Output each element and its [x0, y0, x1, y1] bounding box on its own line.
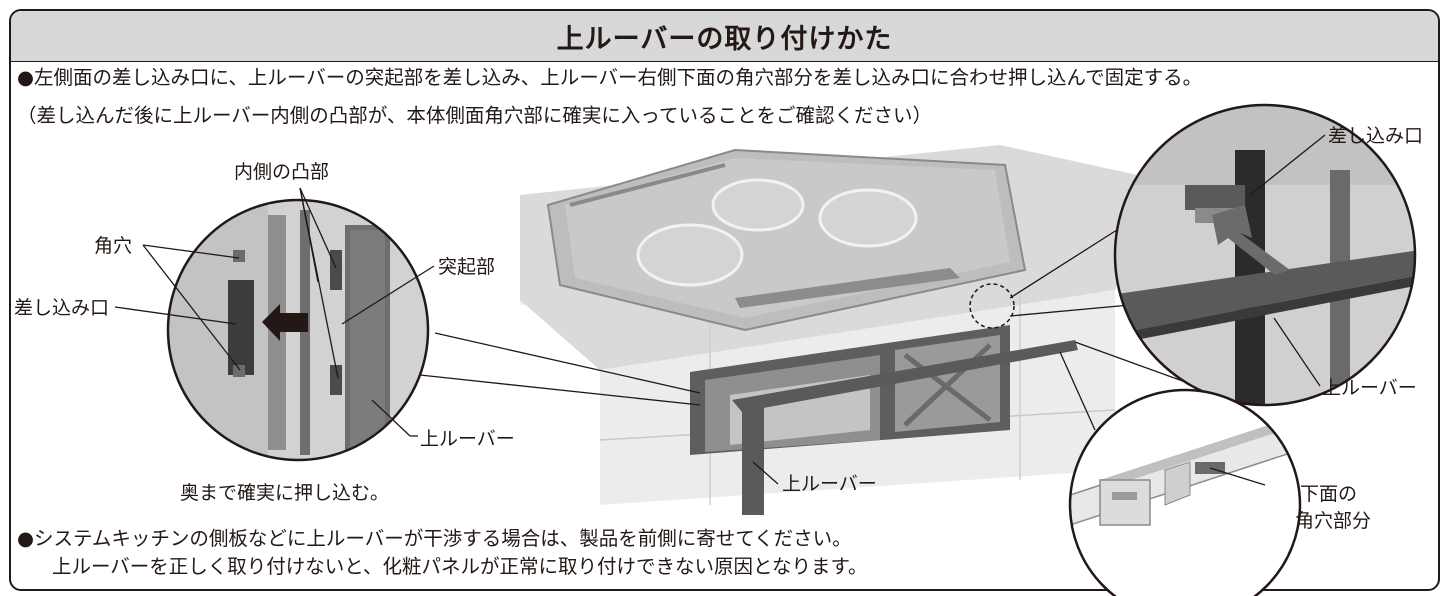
label-square-hole: 角穴: [94, 235, 133, 257]
cooktop-unit: [520, 145, 1160, 515]
upper-louver-bar: [732, 340, 1078, 412]
label-inner-convex: 内側の凸部: [234, 161, 330, 183]
instruction-line-1: ●左側面の差し込み口に、上ルーバーの突起部を差し込み、上ルーバー右側下面の角穴部…: [17, 66, 1203, 89]
burner-left: [636, 223, 744, 287]
insert-direction-arrow-icon: [1212, 205, 1290, 275]
left-detail-caption: 奥まで確実に押し込む。: [180, 482, 390, 504]
label-upper-louver-left: 上ルーバー: [420, 428, 515, 450]
title-bar: 上ルーバーの取り付けかた: [11, 11, 1438, 62]
insert-slot-detail: [228, 280, 254, 375]
label-bottom-hole-line1: 下面の: [1300, 483, 1358, 505]
label-bottom-hole-line2: 角穴部分: [1295, 510, 1372, 532]
burner-right: [818, 188, 918, 248]
burner-center: [711, 178, 805, 232]
leader-lines: [114, 134, 1326, 486]
slot-highlight-circle: [969, 283, 1015, 329]
upper-louver-leg: [742, 405, 764, 515]
page-title: 上ルーバーの取り付けかた: [556, 23, 893, 55]
instruction-line-2: （差し込んだ後に上ルーバー内側の凸部が、本体側面角穴部に確実に入っていることをご…: [17, 104, 932, 127]
label-upper-louver-center: 上ルーバー: [782, 473, 877, 495]
push-arrow-icon: [262, 304, 308, 341]
left-detail-view: [166, 198, 430, 462]
label-insert-slot-right: 差し込み口: [1328, 125, 1424, 147]
label-upper-louver-right: 上ルーバー: [1322, 377, 1417, 399]
note-line-1: ●システムキッチンの側板などに上ルーバーが干渉する場合は、製品を前側に寄せてくだ…: [17, 527, 852, 550]
label-insert-slot-left: 差し込み口: [14, 297, 110, 319]
note-line-2: 上ルーバーを正しく取り付けないと、化粧パネルが正常に取り付けできない原因となりま…: [52, 555, 868, 578]
label-protrusion: 突起部: [438, 256, 496, 278]
right-top-detail-view: [1113, 103, 1417, 407]
right-bottom-detail-view: [1068, 388, 1302, 596]
